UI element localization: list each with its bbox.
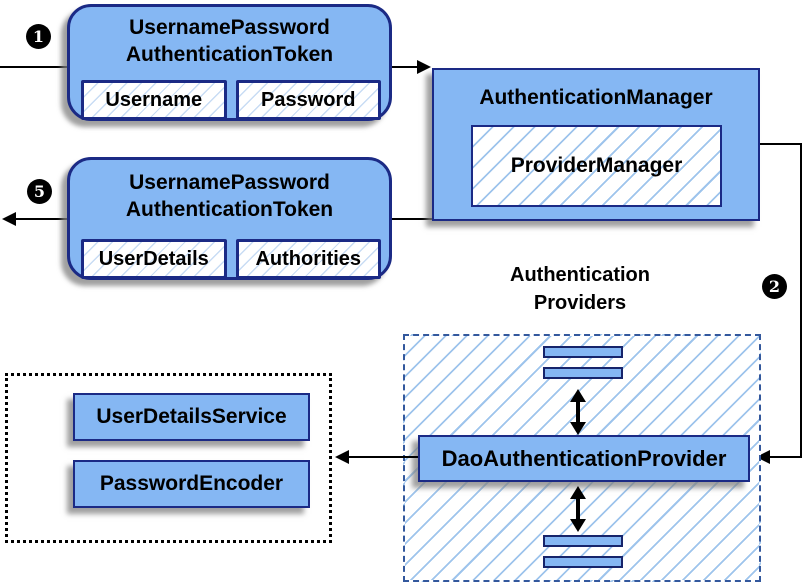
password-encoder-box: PasswordEncoder <box>73 460 310 508</box>
userdetails-field: UserDetails <box>81 239 227 279</box>
double-arrow-down-icon <box>570 519 586 532</box>
response-token-title-line2: AuthenticationToken <box>125 198 334 221</box>
dao-authentication-provider-box: DaoAuthenticationProvider <box>418 435 750 482</box>
authorities-field: Authorities <box>235 239 381 279</box>
manager-to-provider-line-vertical <box>800 143 802 458</box>
response-token-title: UsernamePassword AuthenticationToken <box>70 160 389 223</box>
dao-to-services-line <box>349 456 418 458</box>
double-arrow-line <box>576 497 580 523</box>
provider-placeholder-bar <box>543 556 623 568</box>
provider-placeholder-bar <box>543 346 623 358</box>
step-2-badge: 2 <box>762 274 787 299</box>
manager-to-response-line <box>392 218 432 220</box>
user-details-service-box: UserDetailsService <box>73 393 310 441</box>
request-token-title-line2: AuthenticationToken <box>125 43 334 66</box>
output-flow-line <box>15 218 67 220</box>
dao-to-services-arrowhead-icon <box>335 450 349 464</box>
double-arrow-line <box>576 400 580 426</box>
output-arrowhead-icon <box>2 212 16 226</box>
provider-placeholder-bar <box>543 535 623 547</box>
double-arrow-up-icon <box>570 389 586 402</box>
double-arrow-up-icon <box>570 486 586 499</box>
password-field: Password <box>235 80 381 120</box>
request-token-title-line1: UsernamePassword <box>129 16 330 39</box>
provider-placeholder-bar <box>543 367 623 379</box>
providers-title-line1: Authentication <box>510 264 650 286</box>
response-token-box: UsernamePassword AuthenticationToken Use… <box>67 157 392 280</box>
providers-title: Authentication Providers <box>460 261 700 317</box>
input-flow-line <box>0 66 67 68</box>
request-to-manager-line <box>392 66 418 68</box>
double-arrow-down-icon <box>570 422 586 435</box>
request-token-title: UsernamePassword AuthenticationToken <box>70 7 389 68</box>
step-1-badge: 1 <box>26 24 51 49</box>
request-token-box: UsernamePassword AuthenticationToken Use… <box>67 4 392 121</box>
response-token-title-line1: UsernamePassword <box>129 171 330 194</box>
manager-to-provider-line-top <box>759 143 802 145</box>
providers-title-line2: Providers <box>533 292 627 314</box>
authentication-manager-box: AuthenticationManager ProviderManager <box>432 68 760 221</box>
step-5-badge: 5 <box>27 179 52 204</box>
authentication-manager-title: AuthenticationManager <box>479 86 713 109</box>
provider-manager-box: ProviderManager <box>471 125 722 207</box>
response-token-fields: UserDetails Authorities <box>81 239 381 279</box>
username-field: Username <box>81 80 227 120</box>
request-token-fields: Username Password <box>81 80 381 120</box>
request-to-manager-arrowhead-icon <box>417 60 431 74</box>
manager-to-provider-line-bottom <box>770 456 800 458</box>
